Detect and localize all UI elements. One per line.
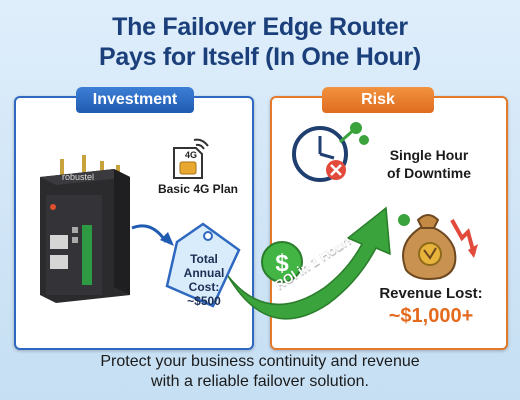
tag-line-2: Annual [183,266,225,280]
router-icon [40,155,130,303]
headline-line-2: Pays for Itself (In One Hour) [99,43,421,71]
price-tag-icon [165,222,241,308]
router-brand: robustel [62,172,95,182]
investment-tab: Investment [76,87,194,113]
money-bag-icon [398,214,478,280]
footer-line-2: with a reliable failover solution. [151,373,369,390]
tag-line-4: ~$500 [187,294,221,308]
tag-text: Total Annual Cost: ~$500 [168,252,240,308]
clock-icon [292,122,369,182]
revenue-lost-label: Revenue Lost: [379,285,483,302]
sim-card-icon [173,138,209,179]
downtime-label: Single Hour of Downtime [374,146,484,182]
tag-line-1: Total [190,252,218,266]
downtime-line-1: Single Hour [389,147,469,163]
plan-label: Basic 4G Plan [157,182,239,196]
dollar-coin-symbol: $ [275,250,289,277]
tag-line-3: Cost: [188,280,220,294]
footer-line-1: Protect your business continuity and rev… [100,353,420,370]
headline-line-1: The Failover Edge Router [112,13,408,41]
downtime-line-2: of Downtime [387,165,471,181]
roi-arrow-icon [227,206,391,320]
revenue-lost-value: ~$1,000+ [388,305,474,327]
risk-tab: Risk [322,87,434,113]
sim-label: 4G [184,150,197,160]
curve-arrow-icon [131,224,174,246]
